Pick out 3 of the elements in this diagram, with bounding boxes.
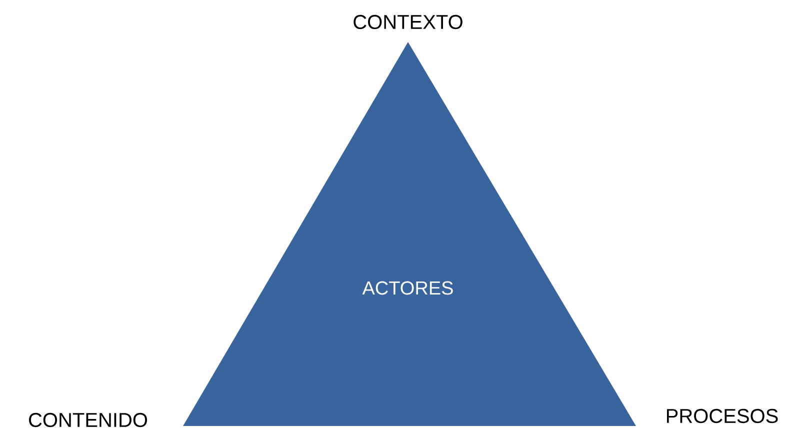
corner-label: PROCESOS xyxy=(666,408,778,424)
triangle: ACTORES xyxy=(183,42,636,426)
corner-label: CONTENIDO xyxy=(29,412,148,428)
